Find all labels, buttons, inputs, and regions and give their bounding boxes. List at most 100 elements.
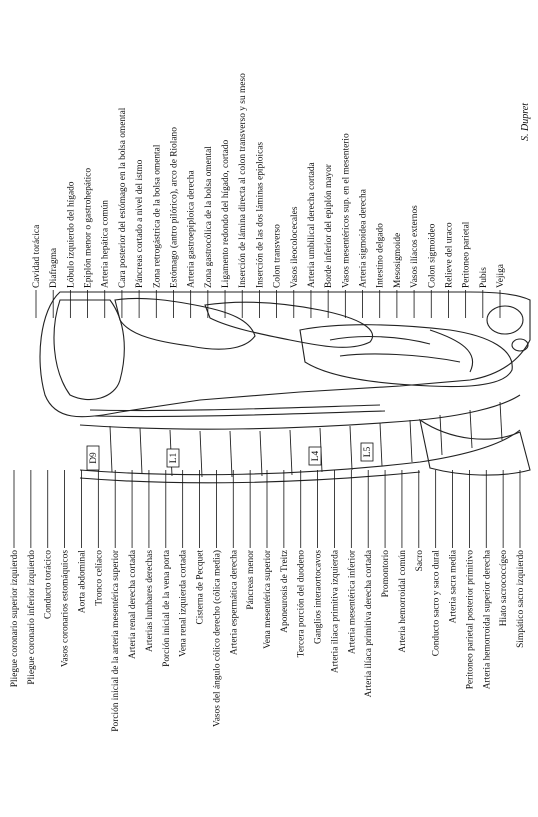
anatomy-label: Pliegue coronario superior izquierdo: [10, 550, 20, 688]
vertebra-label: L5: [363, 446, 373, 457]
callout: Conducto sacro y saco dural: [432, 470, 442, 656]
anatomy-label: Arterias lumbares derechas: [145, 550, 155, 652]
callout: Inserción de lámina directa al colon tra…: [238, 73, 248, 318]
anatomy-label: Ligamento redondo del hígado, cortado: [221, 140, 231, 288]
anatomy-label: Vasos coronarios estomáquicos: [61, 550, 71, 668]
anatomy-label: Arteria umbilical derecha cortada: [307, 161, 317, 288]
anatomy-label: Inserción de lámina directa al colon tra…: [238, 73, 248, 288]
anatomy-label: Borde inferior del epiplón mayor: [323, 163, 334, 288]
callout: Vasos ilíacos externos: [410, 205, 420, 318]
anatomy-label: Cara posterior del estómago en la bolsa …: [118, 107, 128, 288]
anatomy-label: Peritoneo parietal: [462, 221, 472, 288]
bladder-outline: [487, 306, 523, 334]
body-contour: [40, 292, 530, 417]
anatomy-label: Inserción de las dos láminas epiploicas: [255, 142, 265, 288]
callout: Vena mesentérica superior: [263, 470, 273, 649]
vertebra-label: L1: [169, 452, 179, 463]
anatomy-label: Arteria gastroepiploica derecha: [187, 170, 197, 288]
anatomy-label: Pubis: [479, 267, 489, 288]
callout: Arteria ilíaca primitiva derecha cortada: [364, 470, 374, 697]
anatomy-label: Arteria renal derecha cortada: [128, 549, 138, 659]
anatomy-label: Arteria hemorroidal común: [398, 550, 408, 653]
anatomy-label: Aorta abdominal: [77, 550, 87, 614]
abdominal-section-drawing: [40, 292, 530, 483]
anatomy-label: Vasos ilíacos externos: [410, 205, 420, 288]
callout: Borde inferior del epiplón mayor: [323, 163, 334, 318]
callout: Vasos coronarios estomáquicos: [61, 470, 71, 667]
anatomy-label: Sacro: [415, 550, 425, 572]
anatomy-label: Aponeurosis de Treitz: [280, 550, 290, 633]
vertebra-level-labels: D9 L1 L4 L5: [87, 443, 373, 470]
anatomy-label: Intestino delgado: [376, 223, 386, 288]
liver-outline: [54, 300, 124, 400]
callout: Arteria sigmoidea derecha: [359, 188, 369, 318]
anatomy-label: Arteria mesentérica inferior: [346, 549, 357, 654]
anatomy-label: Vasos mesentéricos sup. en el mesenterio: [341, 133, 351, 288]
callout: Simpático sacro izquierdo: [516, 470, 526, 648]
callout: Vejiga: [496, 263, 506, 318]
anatomy-label: Vasos del ángulo cólico derecho (cólica …: [211, 550, 222, 727]
callout: Vasos mesentéricos sup. en el mesenterio: [341, 133, 351, 318]
callout: Epiplón menor o gastrohepático: [84, 168, 94, 318]
callout: Vena renal izquierda cortada: [179, 470, 189, 657]
callout: Intestino delgado: [376, 223, 386, 318]
callout: Porción inicial de la arteria mesentéric…: [111, 470, 121, 732]
callout: Arteria ilíaca primitiva izquierda: [330, 470, 340, 673]
anatomy-label: Arteria sacra media: [449, 549, 459, 623]
anatomy-label: Vena mesentérica superior: [263, 549, 273, 649]
callout: Estómago (antro pilórico), arco de Riola…: [168, 127, 179, 318]
anatomy-label: Epiplón menor o gastrohepático: [84, 168, 94, 288]
callout: Cavidad torácica: [32, 224, 42, 318]
callout: Sacro: [415, 470, 425, 571]
callout: Arterias lumbares derechas: [145, 470, 155, 652]
anatomy-label: Conducto sacro y saco dural: [432, 550, 442, 657]
anatomy-label: Cavidad torácica: [32, 224, 42, 288]
anatomy-label: Vasos ileocolocecales: [290, 206, 300, 288]
callout: Arteria hemorroidal superior derecha: [482, 470, 492, 689]
anatomy-label: Porción inicial de la arteria mesentéric…: [111, 549, 121, 732]
anatomy-label: Relieve del uraco: [444, 222, 454, 288]
callout: Cara posterior del estómago en la bolsa …: [118, 107, 128, 318]
anatomy-label: Cisterna de Pecquet: [196, 550, 206, 625]
spine-anterior-line: [80, 395, 520, 429]
intestine-fold-2: [340, 354, 460, 362]
callout: Peritoneo parietal: [462, 221, 472, 318]
vertebra-label: L4: [311, 450, 321, 461]
callout: Pliegue coronario inferior izquierdo: [26, 470, 37, 685]
callout: Páncreas cortado a nivel del istmo: [135, 159, 145, 318]
anatomy-label: Vena renal izquierda cortada: [179, 549, 189, 657]
callout: Promontorio: [381, 470, 391, 597]
anatomy-label: Arteria sigmoidea derecha: [359, 188, 369, 288]
callout: Arteria sacra media: [449, 470, 459, 623]
callout: Arteria espermática derecha: [229, 470, 239, 655]
anatomy-label: Páncreas menor: [246, 549, 256, 609]
anatomy-label: Colon sigmoideo: [427, 223, 437, 288]
callout: Hiato sacrococcígeo: [499, 470, 509, 626]
anatomy-label: Tercera porción del duodeno: [297, 550, 307, 658]
anatomy-label: Hiato sacrococcígeo: [499, 550, 509, 627]
anatomy-label: Estómago (antro pilórico), arco de Riola…: [168, 127, 179, 288]
callout: Páncreas menor: [246, 470, 256, 610]
anatomy-label: Zona gastrocólica de la bolsa omental: [204, 146, 214, 288]
callout: Porción inicial de la vena porta: [162, 470, 172, 667]
aorta-vessel-inner: [95, 411, 385, 417]
anatomy-label: Mesosigmoide: [393, 233, 403, 288]
callout: Ganglios interaortocavos: [314, 470, 324, 644]
callout: Arteria renal derecha cortada: [128, 470, 138, 659]
callout: Vasos ileocolocecales: [290, 206, 300, 318]
callout: Relieve del uraco: [444, 222, 454, 318]
callout: Tronco celíaco: [94, 470, 104, 606]
callout: Pliegue coronario superior izquierdo: [10, 470, 20, 687]
anatomy-label: Diafragma: [48, 247, 59, 288]
callout: Peritoneo parietal posterior primitivo: [465, 470, 475, 689]
anatomy-label: Conducto torácico: [44, 550, 54, 619]
anatomy-label: Arteria hemorroidal superior derecha: [482, 549, 492, 689]
callout: Arteria hemorroidal común: [398, 470, 408, 653]
callout: Arteria umbilical derecha cortada: [307, 161, 317, 318]
anatomy-label: Zona retrogástrica de la bolsa omental: [152, 144, 162, 288]
callout: Arteria gastroepiploica derecha: [187, 170, 197, 318]
callout: Ligamento redondo del hígado, cortado: [221, 140, 231, 318]
callout: Colon sigmoideo: [427, 223, 437, 318]
callout: Tercera porción del duodeno: [297, 470, 307, 657]
